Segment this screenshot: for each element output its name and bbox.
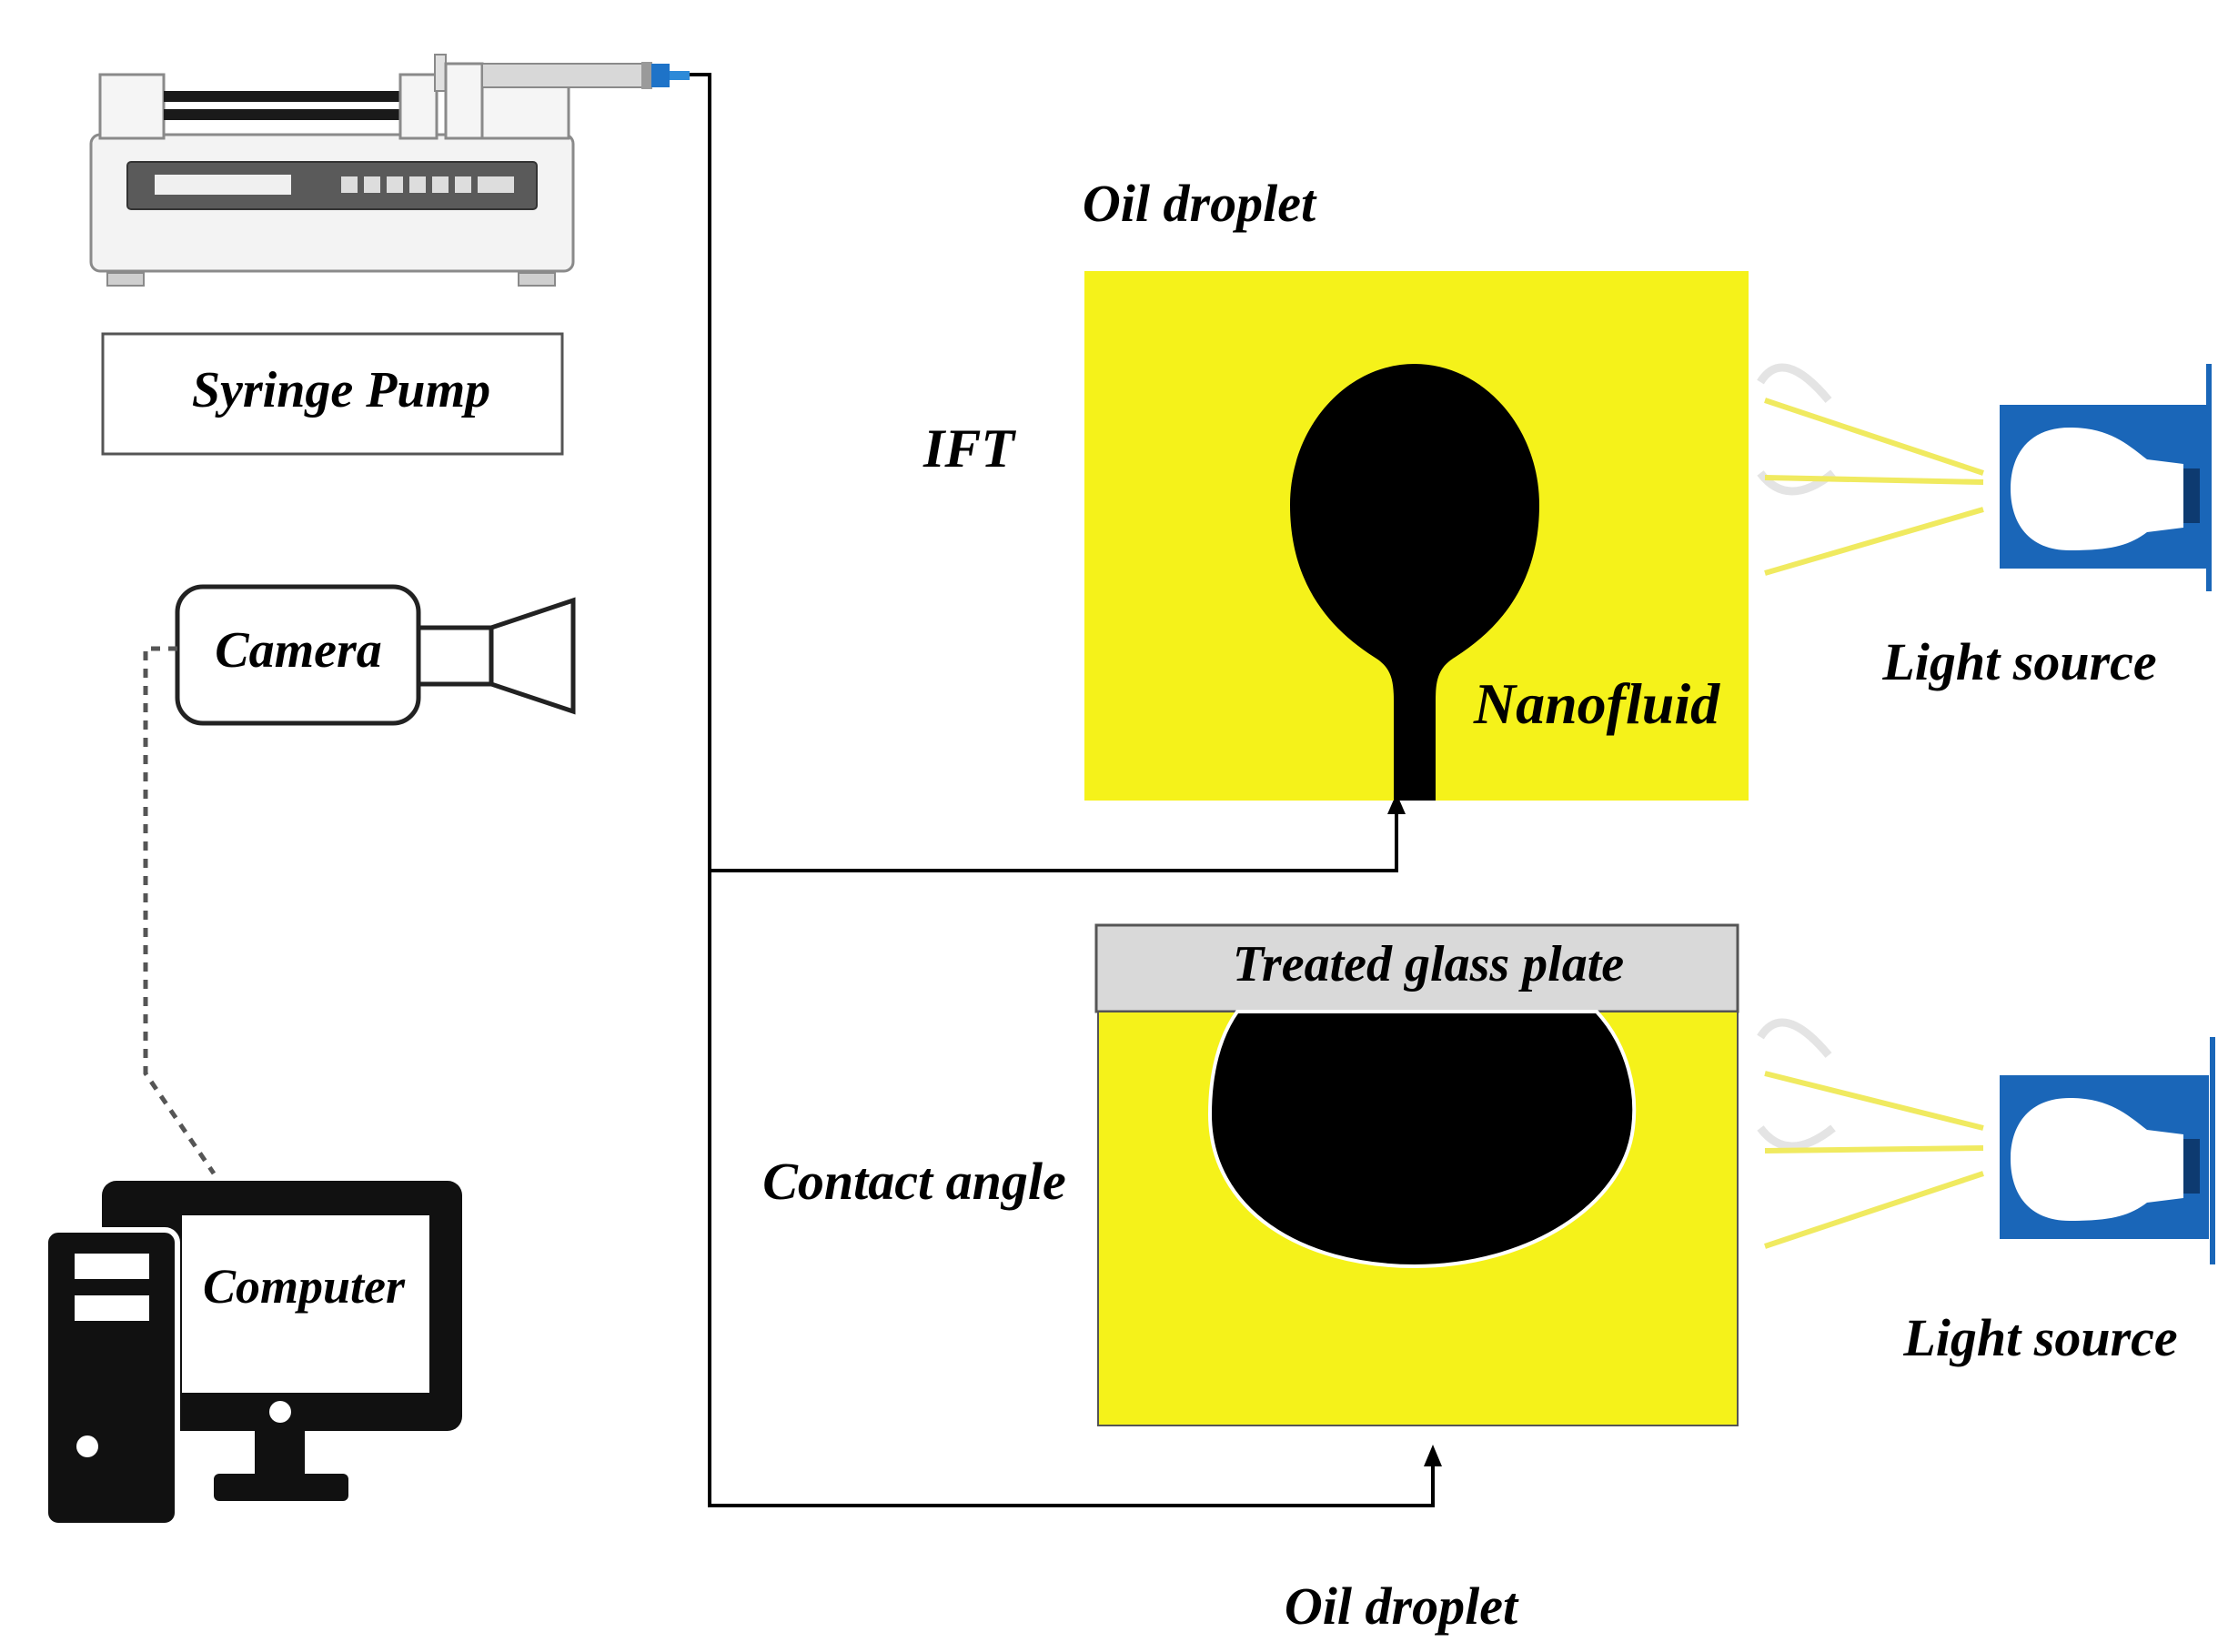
contact-angle-label: Contact angle [762,1152,1066,1211]
syringe-pump-illustration [89,54,690,287]
treated-glass-plate-label: Treated glass plate [1233,936,1624,992]
syringe-pump-label: Syringe Pump [192,362,490,418]
arrow-to-ift-cell [1387,793,1406,814]
computer-icon [43,1181,462,1528]
sessile-droplet [1207,1010,1637,1269]
camera-label: Camera [215,622,382,679]
ift-label: IFT [922,418,1016,478]
light-source-bottom-icon [1757,1018,2215,1264]
pendant-droplet [1290,364,1539,801]
oil-droplet-bottom-label: Oil droplet [1285,1576,1519,1636]
nanofluid-label: Nanofluid [1473,671,1720,736]
light-source-top-icon [1757,363,2212,591]
computer-label: Computer [203,1259,406,1314]
camera-icon [175,584,576,726]
camera-computer-cable [143,646,217,1175]
treated-glass-plate [1094,923,1739,1013]
tubing-lines [690,73,1435,1507]
syringe-pump-label-box [101,332,564,456]
light-source-bottom-label: Light source [1902,1308,2177,1367]
oil-droplet-top-label: Oil droplet [1083,174,1317,233]
light-source-top-label: Light source [1881,632,2156,691]
arrow-to-contact-cell [1424,1445,1442,1466]
